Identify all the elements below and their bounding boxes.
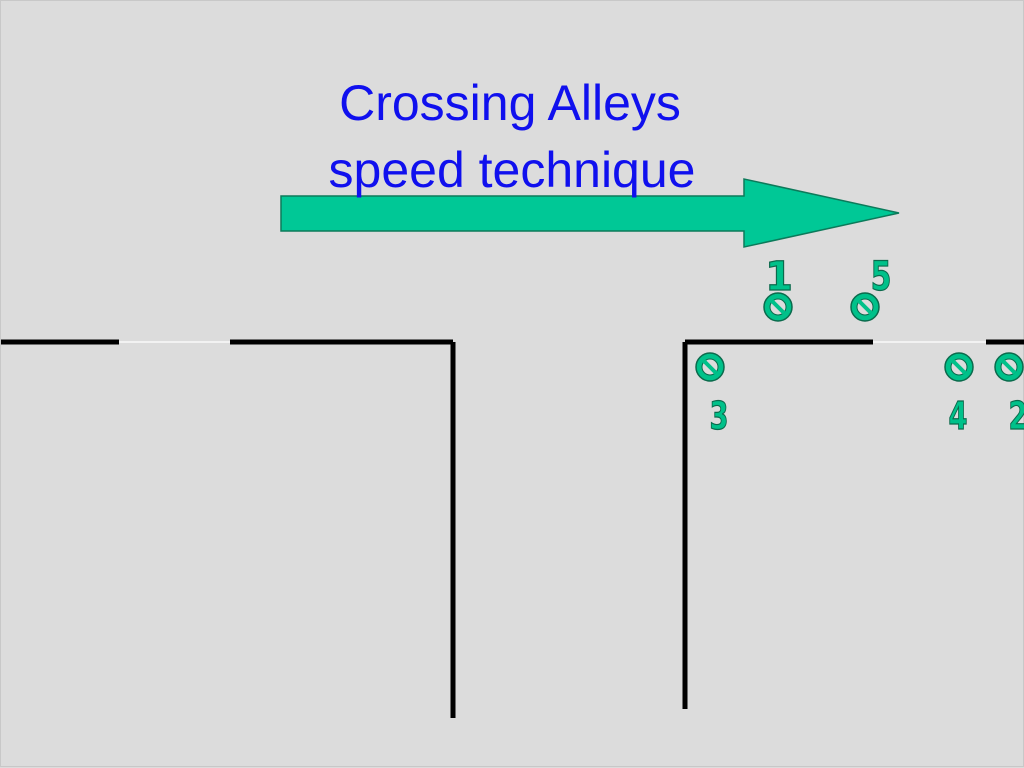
position-marker-4: 4 bbox=[944, 352, 974, 439]
position-label-5: 5 bbox=[871, 254, 892, 300]
position-marker-3: 3 bbox=[695, 352, 729, 439]
title-line-2: speed technique bbox=[328, 142, 696, 198]
circle-slash-icon bbox=[695, 352, 725, 382]
position-marker-2: 2 bbox=[994, 352, 1024, 439]
circle-slash-icon bbox=[944, 352, 974, 382]
circle-slash-icon bbox=[994, 352, 1024, 382]
position-marker-1: 1 bbox=[763, 253, 794, 322]
position-markers: 1 5 3 42 bbox=[695, 253, 1024, 439]
position-marker-5: 5 bbox=[850, 253, 892, 322]
direction-arrow-icon bbox=[280, 178, 900, 248]
circle-slash-icon bbox=[850, 292, 880, 322]
left-building-walls bbox=[1, 339, 456, 718]
right-building-walls bbox=[682, 339, 1024, 709]
circle-slash-icon bbox=[763, 292, 793, 322]
position-label-1: 1 bbox=[765, 254, 793, 300]
position-label-4: 4 bbox=[948, 393, 967, 438]
position-label-3: 3 bbox=[709, 393, 728, 438]
title-line-1: Crossing Alleys bbox=[339, 75, 681, 131]
position-label-2: 2 bbox=[1008, 393, 1024, 438]
